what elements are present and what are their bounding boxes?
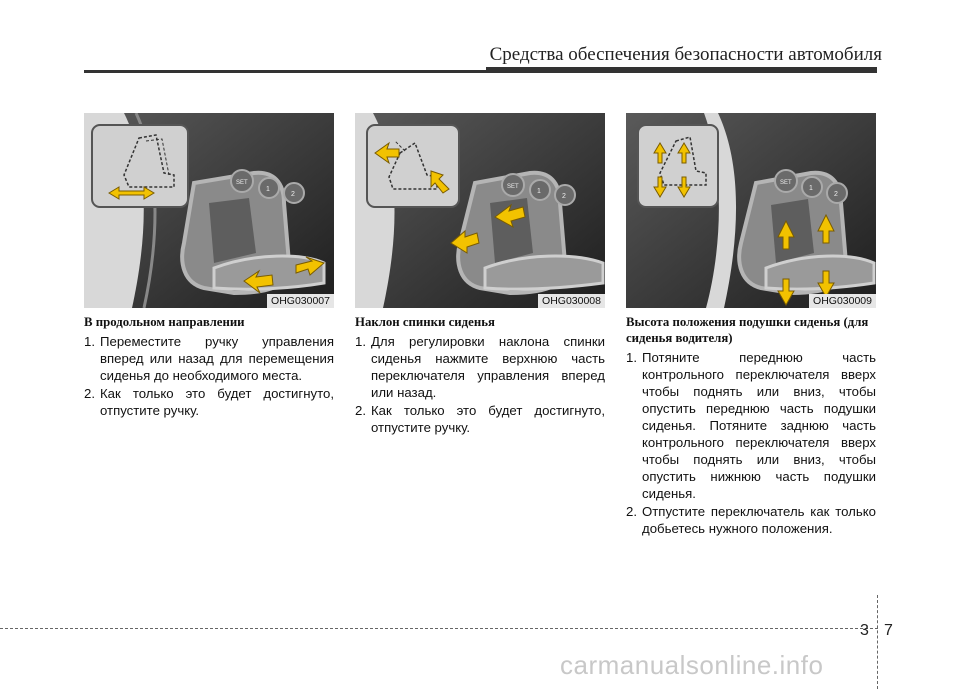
step-list: 1. Для регулировки наклона спинки сиденья… <box>355 333 605 436</box>
memory-button-1: 1 <box>266 186 270 193</box>
step-text: Потяните переднюю часть контрольного пер… <box>642 350 876 501</box>
inset-arrow-up-1-icon <box>653 142 667 164</box>
seat-height-inset <box>637 124 719 208</box>
step-text: Для регулировки наклона спинки сиденья н… <box>371 334 605 400</box>
memory-button-set: SET <box>780 180 792 186</box>
page-number: 7 <box>884 622 893 639</box>
memory-button-2: 2 <box>291 191 295 198</box>
step-item: 2. Как только это будет достигнуто, отпус… <box>84 385 334 419</box>
chapter-number: 3 <box>860 622 869 639</box>
step-number: 2. <box>84 386 95 401</box>
step-list: 1. Потяните переднюю часть контрольного п… <box>626 349 876 537</box>
figure-seat-slide: SET 1 2 OHG030007 <box>84 113 334 308</box>
watermark: carmanualsonline.info <box>560 650 824 680</box>
footer-rule <box>0 628 878 629</box>
inset-arrow-up-2-icon <box>677 142 691 164</box>
section-title: В продольном направлении <box>84 315 245 329</box>
memory-button-set: SET <box>236 180 248 186</box>
figure-seat-height: SET 1 2 OHG030009 <box>626 113 876 308</box>
double-arrow-horizontal-icon <box>108 186 155 200</box>
step-number: 1. <box>626 350 637 365</box>
footer-vertical-rule <box>877 595 878 689</box>
section-title: Высота положения подушки сиденья (для си… <box>626 315 869 345</box>
figure-code: OHG030009 <box>809 294 876 308</box>
seat-recline-inset <box>366 124 460 208</box>
step-number: 2. <box>355 403 366 418</box>
seat-recline-illustration: SET 1 2 <box>355 113 605 308</box>
step-text: Как только это будет достигнуто, отпусти… <box>100 386 334 418</box>
step-list: 1. Переместите ручку управления вперед ил… <box>84 333 334 419</box>
figure-seat-recline: SET 1 2 OHG030008 <box>355 113 605 308</box>
inset-arrow-down-2-icon <box>677 176 691 198</box>
step-number: 1. <box>355 334 366 349</box>
header-rule-accent <box>486 67 877 72</box>
arrow-rear-down-icon <box>817 270 835 299</box>
arrow-recline-forward-icon <box>494 203 526 229</box>
section-title: Наклон спинки сиденья <box>355 315 495 329</box>
arrow-up-left-icon <box>374 141 400 165</box>
arrow-forward-icon <box>295 256 325 276</box>
arrow-back-icon <box>243 269 274 294</box>
step-item: 1. Переместите ручку управления вперед ил… <box>84 333 334 384</box>
step-text: Как только это будет достигнуто, отпусти… <box>371 403 605 435</box>
section-recline: Наклон спинки сиденья 1. Для регулировки … <box>355 314 605 437</box>
memory-button-2: 2 <box>834 191 838 198</box>
memory-button-1: 1 <box>537 188 541 195</box>
page-header-title: Средства обеспечения безопасности автомо… <box>489 44 882 65</box>
step-number: 2. <box>626 504 637 519</box>
header-rule <box>84 70 877 73</box>
arrow-front-down-icon <box>777 278 795 307</box>
memory-button-2: 2 <box>562 193 566 200</box>
step-item: 2. Как только это будет достигнуто, отпус… <box>355 402 605 436</box>
arrow-down-right-icon <box>430 170 450 194</box>
seat-slide-illustration: SET 1 2 <box>84 113 334 308</box>
figure-code: OHG030008 <box>538 294 605 308</box>
seat-height-illustration: SET 1 2 <box>626 113 876 308</box>
memory-button-1: 1 <box>809 185 813 192</box>
figure-code: OHG030007 <box>267 294 334 308</box>
step-item: 1. Для регулировки наклона спинки сиденья… <box>355 333 605 401</box>
step-item: 1. Потяните переднюю часть контрольного п… <box>626 349 876 502</box>
arrow-rear-up-icon <box>817 213 835 244</box>
arrow-recline-back-icon <box>450 229 480 254</box>
section-slide: В продольном направлении 1. Переместите р… <box>84 314 334 420</box>
step-text: Отпустите переключатель как только добье… <box>642 504 876 536</box>
step-text: Переместите ручку управления вперед или … <box>100 334 334 383</box>
seat-slide-inset <box>91 124 189 208</box>
section-height: Высота положения подушки сиденья (для си… <box>626 314 876 538</box>
arrow-front-up-icon <box>777 219 795 250</box>
memory-button-set: SET <box>507 184 519 190</box>
inset-arrow-down-1-icon <box>653 176 667 198</box>
step-number: 1. <box>84 334 95 349</box>
step-item: 2. Отпустите переключатель как только доб… <box>626 503 876 537</box>
